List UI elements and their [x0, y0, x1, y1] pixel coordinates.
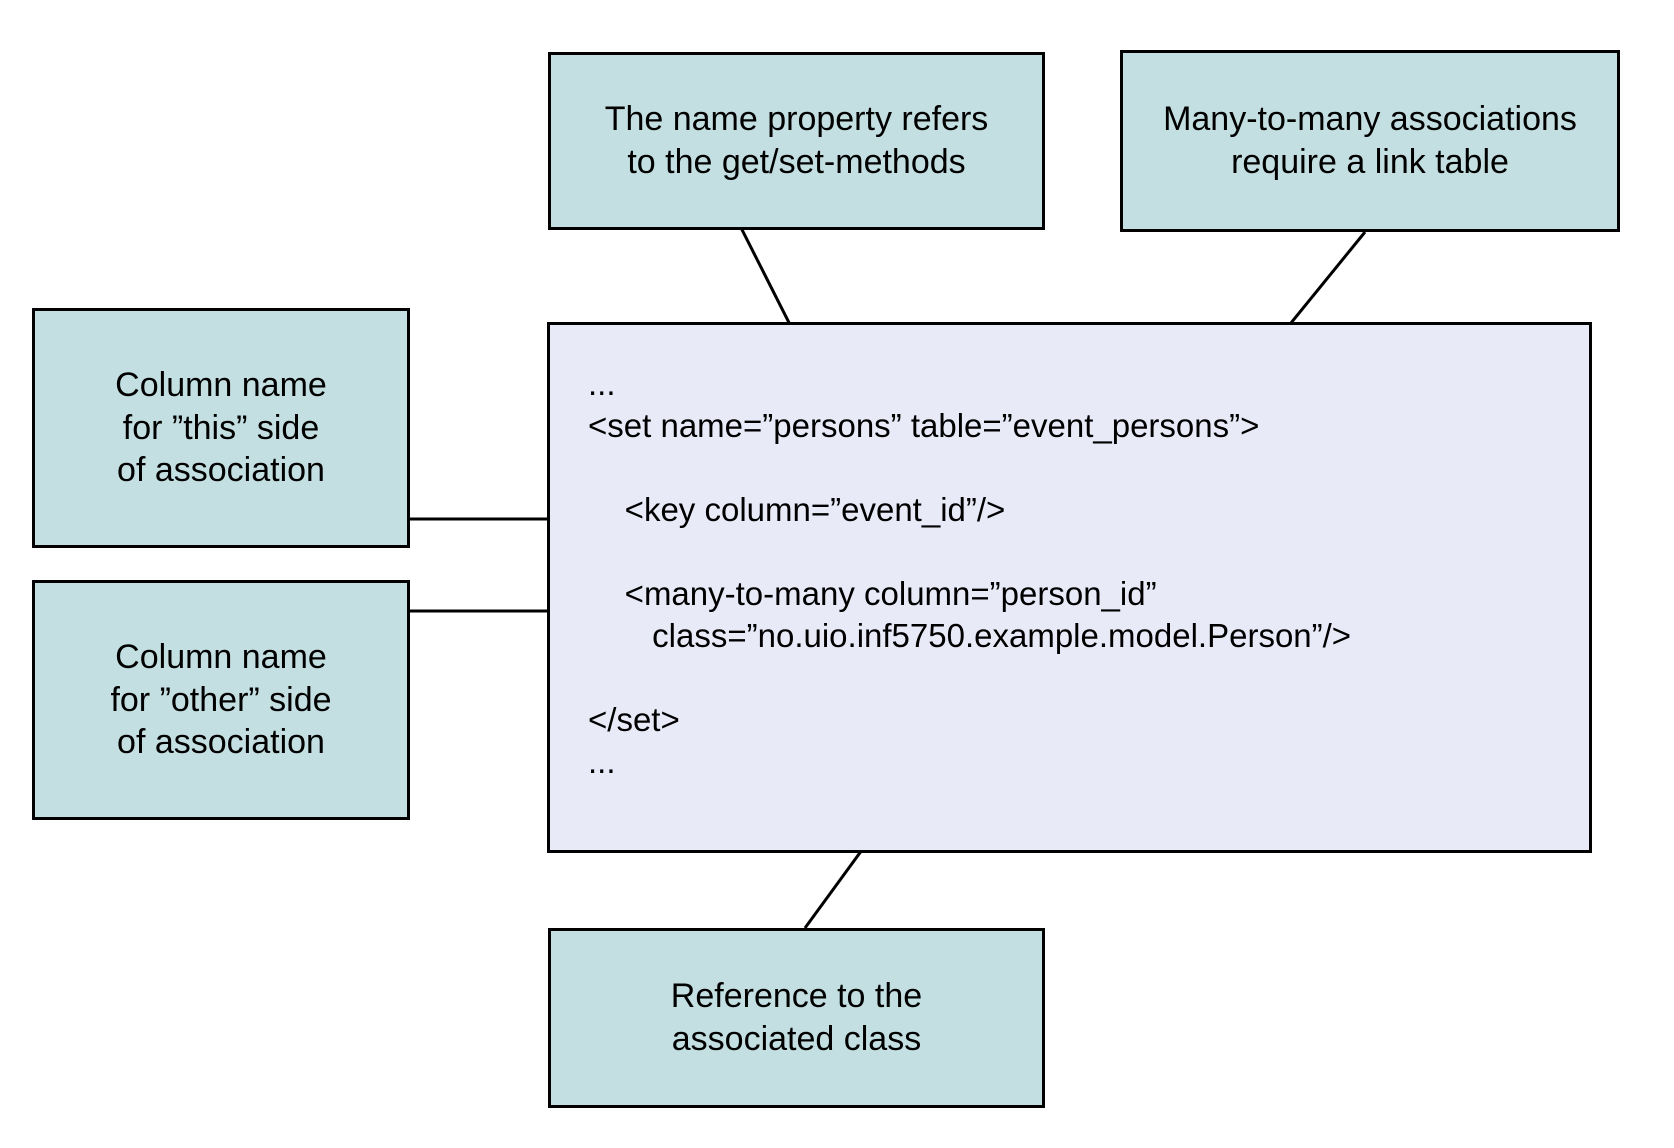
callout-name-property-line1: The name property refers — [604, 100, 989, 139]
hibernate-mapping-code: ... <set name=”persons” table=”event_per… — [588, 363, 1581, 783]
callout-reference-line1: Reference to the — [670, 977, 923, 1016]
callout-this-side-line3: of association — [117, 451, 325, 490]
callout-name-property: The name property refers to the get/set-… — [548, 52, 1045, 230]
callout-link-table-line1: Many-to-many associations — [1163, 100, 1577, 139]
hibernate-mapping-code-box: ... <set name=”persons” table=”event_per… — [547, 322, 1592, 853]
code-line-blank-3 — [588, 657, 1581, 699]
code-line-many-to-many: <many-to-many column=”person_id” — [588, 575, 1157, 612]
callout-other-side: Column name for ”other” side of associat… — [32, 580, 410, 820]
callout-reference: Reference to the associated class — [548, 928, 1045, 1108]
code-line-class: class=”no.uio.inf5750.example.model.Pers… — [588, 617, 1352, 654]
callout-link-table: Many-to-many associations require a link… — [1120, 50, 1620, 232]
code-line-set-close: </set> — [588, 701, 680, 738]
code-line-ellipsis-top: ... — [588, 365, 616, 402]
callout-reference-line2: associated class — [671, 1020, 922, 1058]
code-line-blank-1 — [588, 447, 1581, 489]
callout-this-side-line2: for ”this” side — [122, 408, 320, 447]
code-line-set-open: <set name=”persons” table=”event_persons… — [588, 407, 1260, 444]
code-line-ellipsis-bottom: ... — [588, 743, 616, 780]
callout-other-side-line2: for ”other” side — [110, 680, 332, 719]
code-line-blank-2 — [588, 531, 1581, 573]
callout-other-side-line3: of association — [117, 723, 325, 762]
callout-name-property-line2: to the get/set-methods — [627, 143, 966, 181]
callout-this-side: Column name for ”this” side of associati… — [32, 308, 410, 548]
callout-link-table-line2: require a link table — [1231, 143, 1509, 181]
callout-this-side-line1: Column name — [115, 365, 327, 404]
code-line-key: <key column=”event_id”/> — [588, 491, 1006, 528]
callout-other-side-line1: Column name — [115, 637, 327, 676]
